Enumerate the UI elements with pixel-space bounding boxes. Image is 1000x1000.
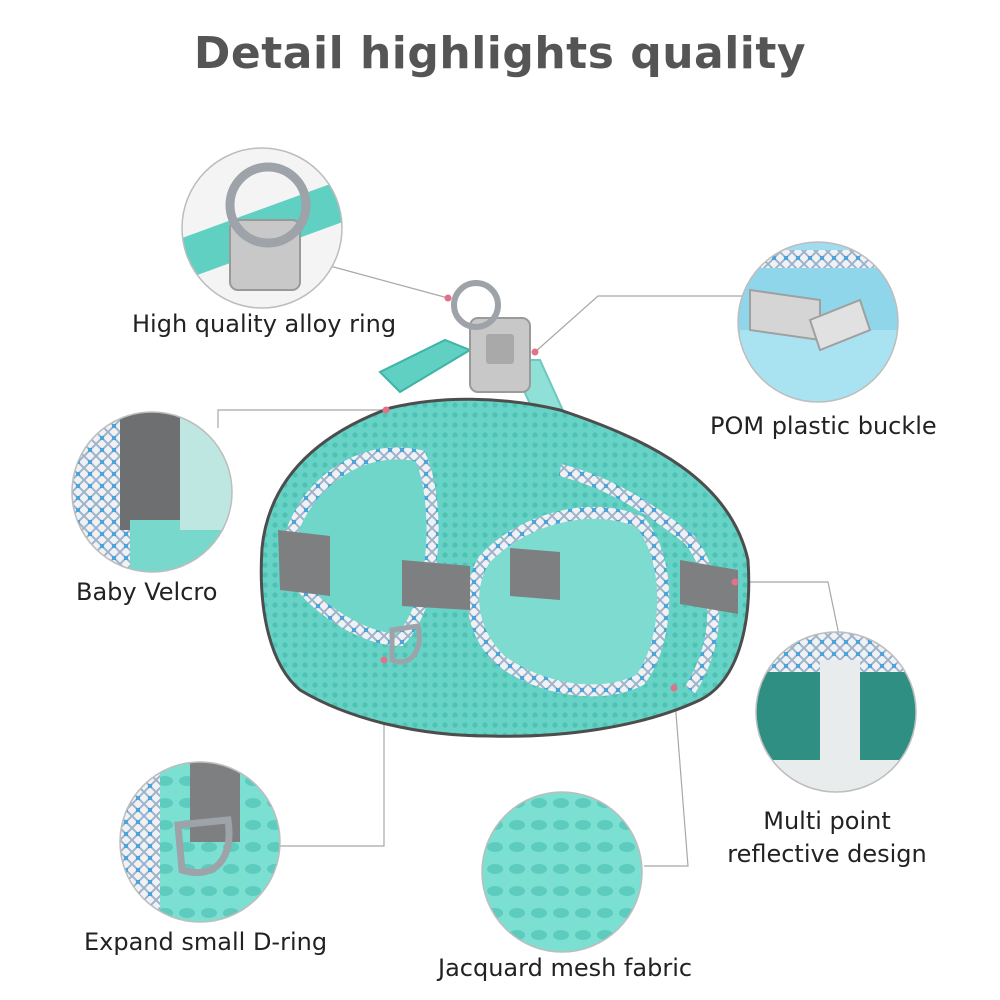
alloy-ring-icon (451, 280, 501, 330)
leader-line-mesh (644, 687, 689, 867)
leader-line-velcro (217, 409, 386, 428)
detail-circle-d-ring (119, 761, 281, 923)
feature-label-reflective: Multi point reflective design (727, 807, 927, 868)
leader-line-reflective (735, 581, 841, 641)
detail-circle-velcro (71, 411, 233, 573)
feature-label-pom-buckle: POM plastic buckle (710, 412, 937, 440)
detail-circle-alloy-ring (181, 147, 343, 309)
small-d-ring-icon (389, 623, 422, 665)
feature-label-mesh: Jacquard mesh fabric (438, 954, 693, 982)
reflective-band-center (402, 560, 470, 610)
detail-circle-buckle (737, 241, 899, 403)
reflective-band-mid (510, 548, 560, 600)
feature-label-d-ring: Expand small D-ring (84, 928, 328, 956)
anchor-dots (380, 294, 739, 692)
reflective-band-right (680, 560, 738, 614)
feature-label-velcro: Baby Velcro (76, 578, 218, 606)
leader-line-buckle (534, 295, 742, 353)
page-title: Detail highlights quality (193, 28, 807, 79)
feature-label-alloy-ring: High quality alloy ring (132, 310, 397, 338)
leader-line-ring (329, 265, 449, 299)
reflective-band-left (278, 530, 330, 596)
detail-circle-mesh (481, 791, 643, 953)
detail-circle-reflective (755, 631, 917, 793)
harness-product (259, 280, 751, 738)
